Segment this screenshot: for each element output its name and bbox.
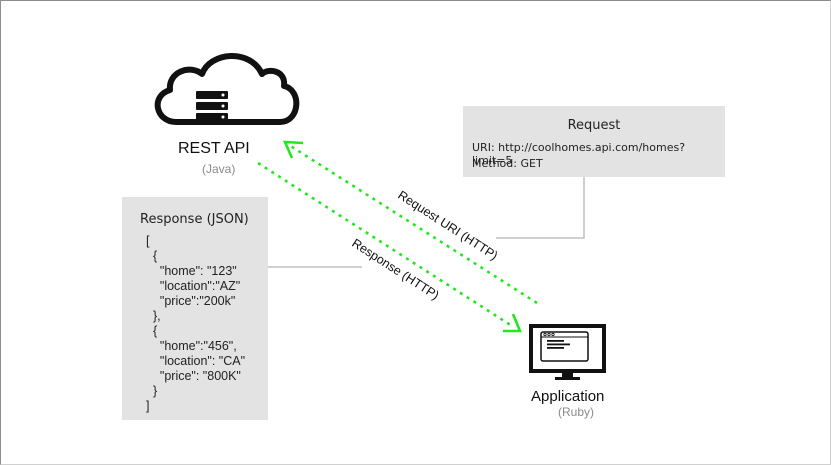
- request-method-label: Method:: [472, 157, 517, 170]
- json-line: [: [146, 234, 150, 248]
- response-arrow: [257, 161, 522, 333]
- response-box: Response (JSON) [ { "home": "123" "locat…: [122, 197, 268, 420]
- json-line: "home": "123": [146, 264, 237, 278]
- server-title: REST API: [178, 140, 250, 157]
- json-line: }: [146, 384, 158, 398]
- request-arrow: [282, 140, 538, 305]
- json-line: "location": "CA": [146, 354, 246, 368]
- json-line: {: [146, 324, 158, 338]
- request-uri-value: http://coolhomes.api.com/homes?limit=5: [472, 141, 686, 167]
- request-connector-line: [496, 177, 585, 239]
- request-box: Request URI: http://coolhomes.api.com/ho…: [463, 106, 725, 177]
- json-line: "price":"200k": [146, 294, 236, 308]
- response-box-title: Response (JSON): [140, 212, 249, 227]
- json-line: {: [146, 249, 158, 263]
- desktop-monitor-icon: [529, 324, 606, 380]
- json-line: },: [146, 309, 161, 323]
- request-uri: URI: http://coolhomes.api.com/homes?limi…: [472, 141, 725, 167]
- client-title: Application: [531, 388, 605, 405]
- request-box-title: Request: [567, 118, 621, 133]
- json-line: "home":"456",: [146, 339, 237, 353]
- request-method: Method: GET: [472, 157, 543, 170]
- json-line: ]: [146, 399, 150, 413]
- request-uri-label: URI:: [472, 141, 495, 154]
- server-subtitle: (Java): [202, 162, 236, 176]
- json-line: "price": "800K": [146, 369, 241, 383]
- json-line: "location":"AZ": [146, 279, 241, 293]
- client-subtitle: (Ruby): [558, 405, 595, 419]
- cloud-server-icon: [154, 53, 300, 125]
- request-method-value: GET: [520, 157, 543, 170]
